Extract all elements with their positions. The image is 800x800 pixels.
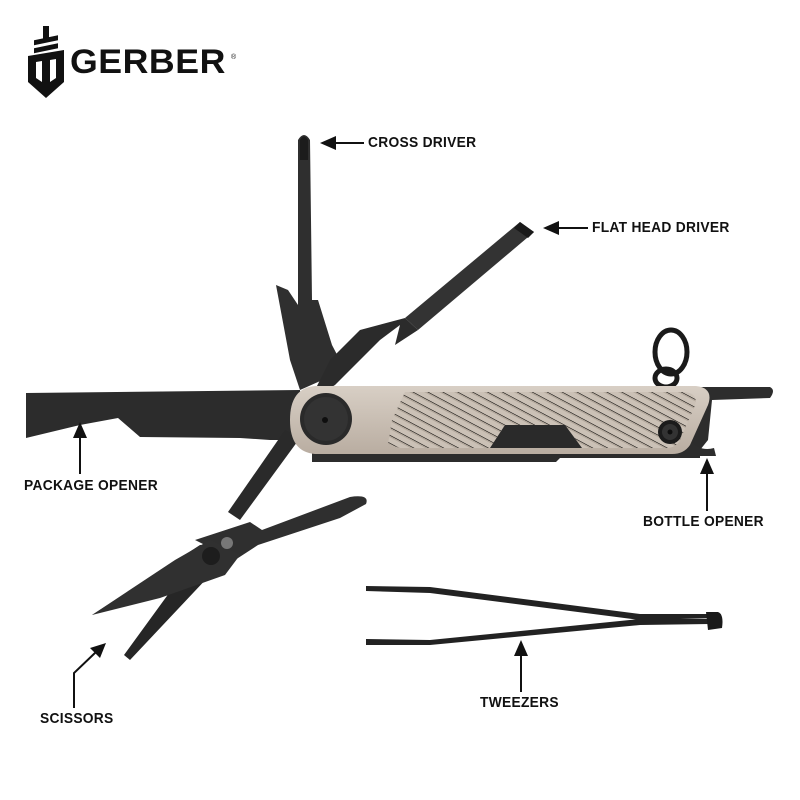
scissors-pivot-icon — [202, 547, 220, 565]
scissors-tool — [92, 430, 367, 660]
tweezers-tool — [366, 586, 723, 645]
flat-head-driver-tool — [310, 222, 534, 400]
key-ring-icon — [652, 327, 690, 390]
flat-head-driver-label: FLAT HEAD DRIVER — [592, 219, 730, 236]
brand-name: GERBER — [70, 43, 226, 81]
tan-handle — [290, 386, 710, 454]
bottle-opener-tool — [700, 387, 773, 450]
scissors-arrow-icon — [73, 643, 106, 708]
registered-mark: ® — [231, 54, 237, 61]
bottle-opener-label: BOTTLE OPENER — [643, 513, 764, 530]
tweezers-arrow-icon — [514, 640, 528, 692]
cross-driver-arrow-icon — [320, 136, 364, 150]
bottle-opener-arrow-icon — [700, 458, 714, 511]
package-opener-arrow-icon — [73, 422, 87, 474]
flat-head-driver-arrow-icon — [543, 221, 588, 235]
scissors-rivet-icon — [221, 537, 233, 549]
package-opener-tool — [26, 390, 305, 440]
gerber-logo: GERBER ® — [26, 26, 236, 98]
cross-driver-tool — [276, 135, 345, 390]
cross-driver-label: CROSS DRIVER — [368, 134, 477, 151]
scissors-label: SCISSORS — [40, 710, 114, 727]
package-opener-label: PACKAGE OPENER — [24, 477, 158, 494]
gerber-shield-sword-icon — [28, 26, 64, 98]
tweezers-label: TWEEZERS — [480, 694, 559, 711]
